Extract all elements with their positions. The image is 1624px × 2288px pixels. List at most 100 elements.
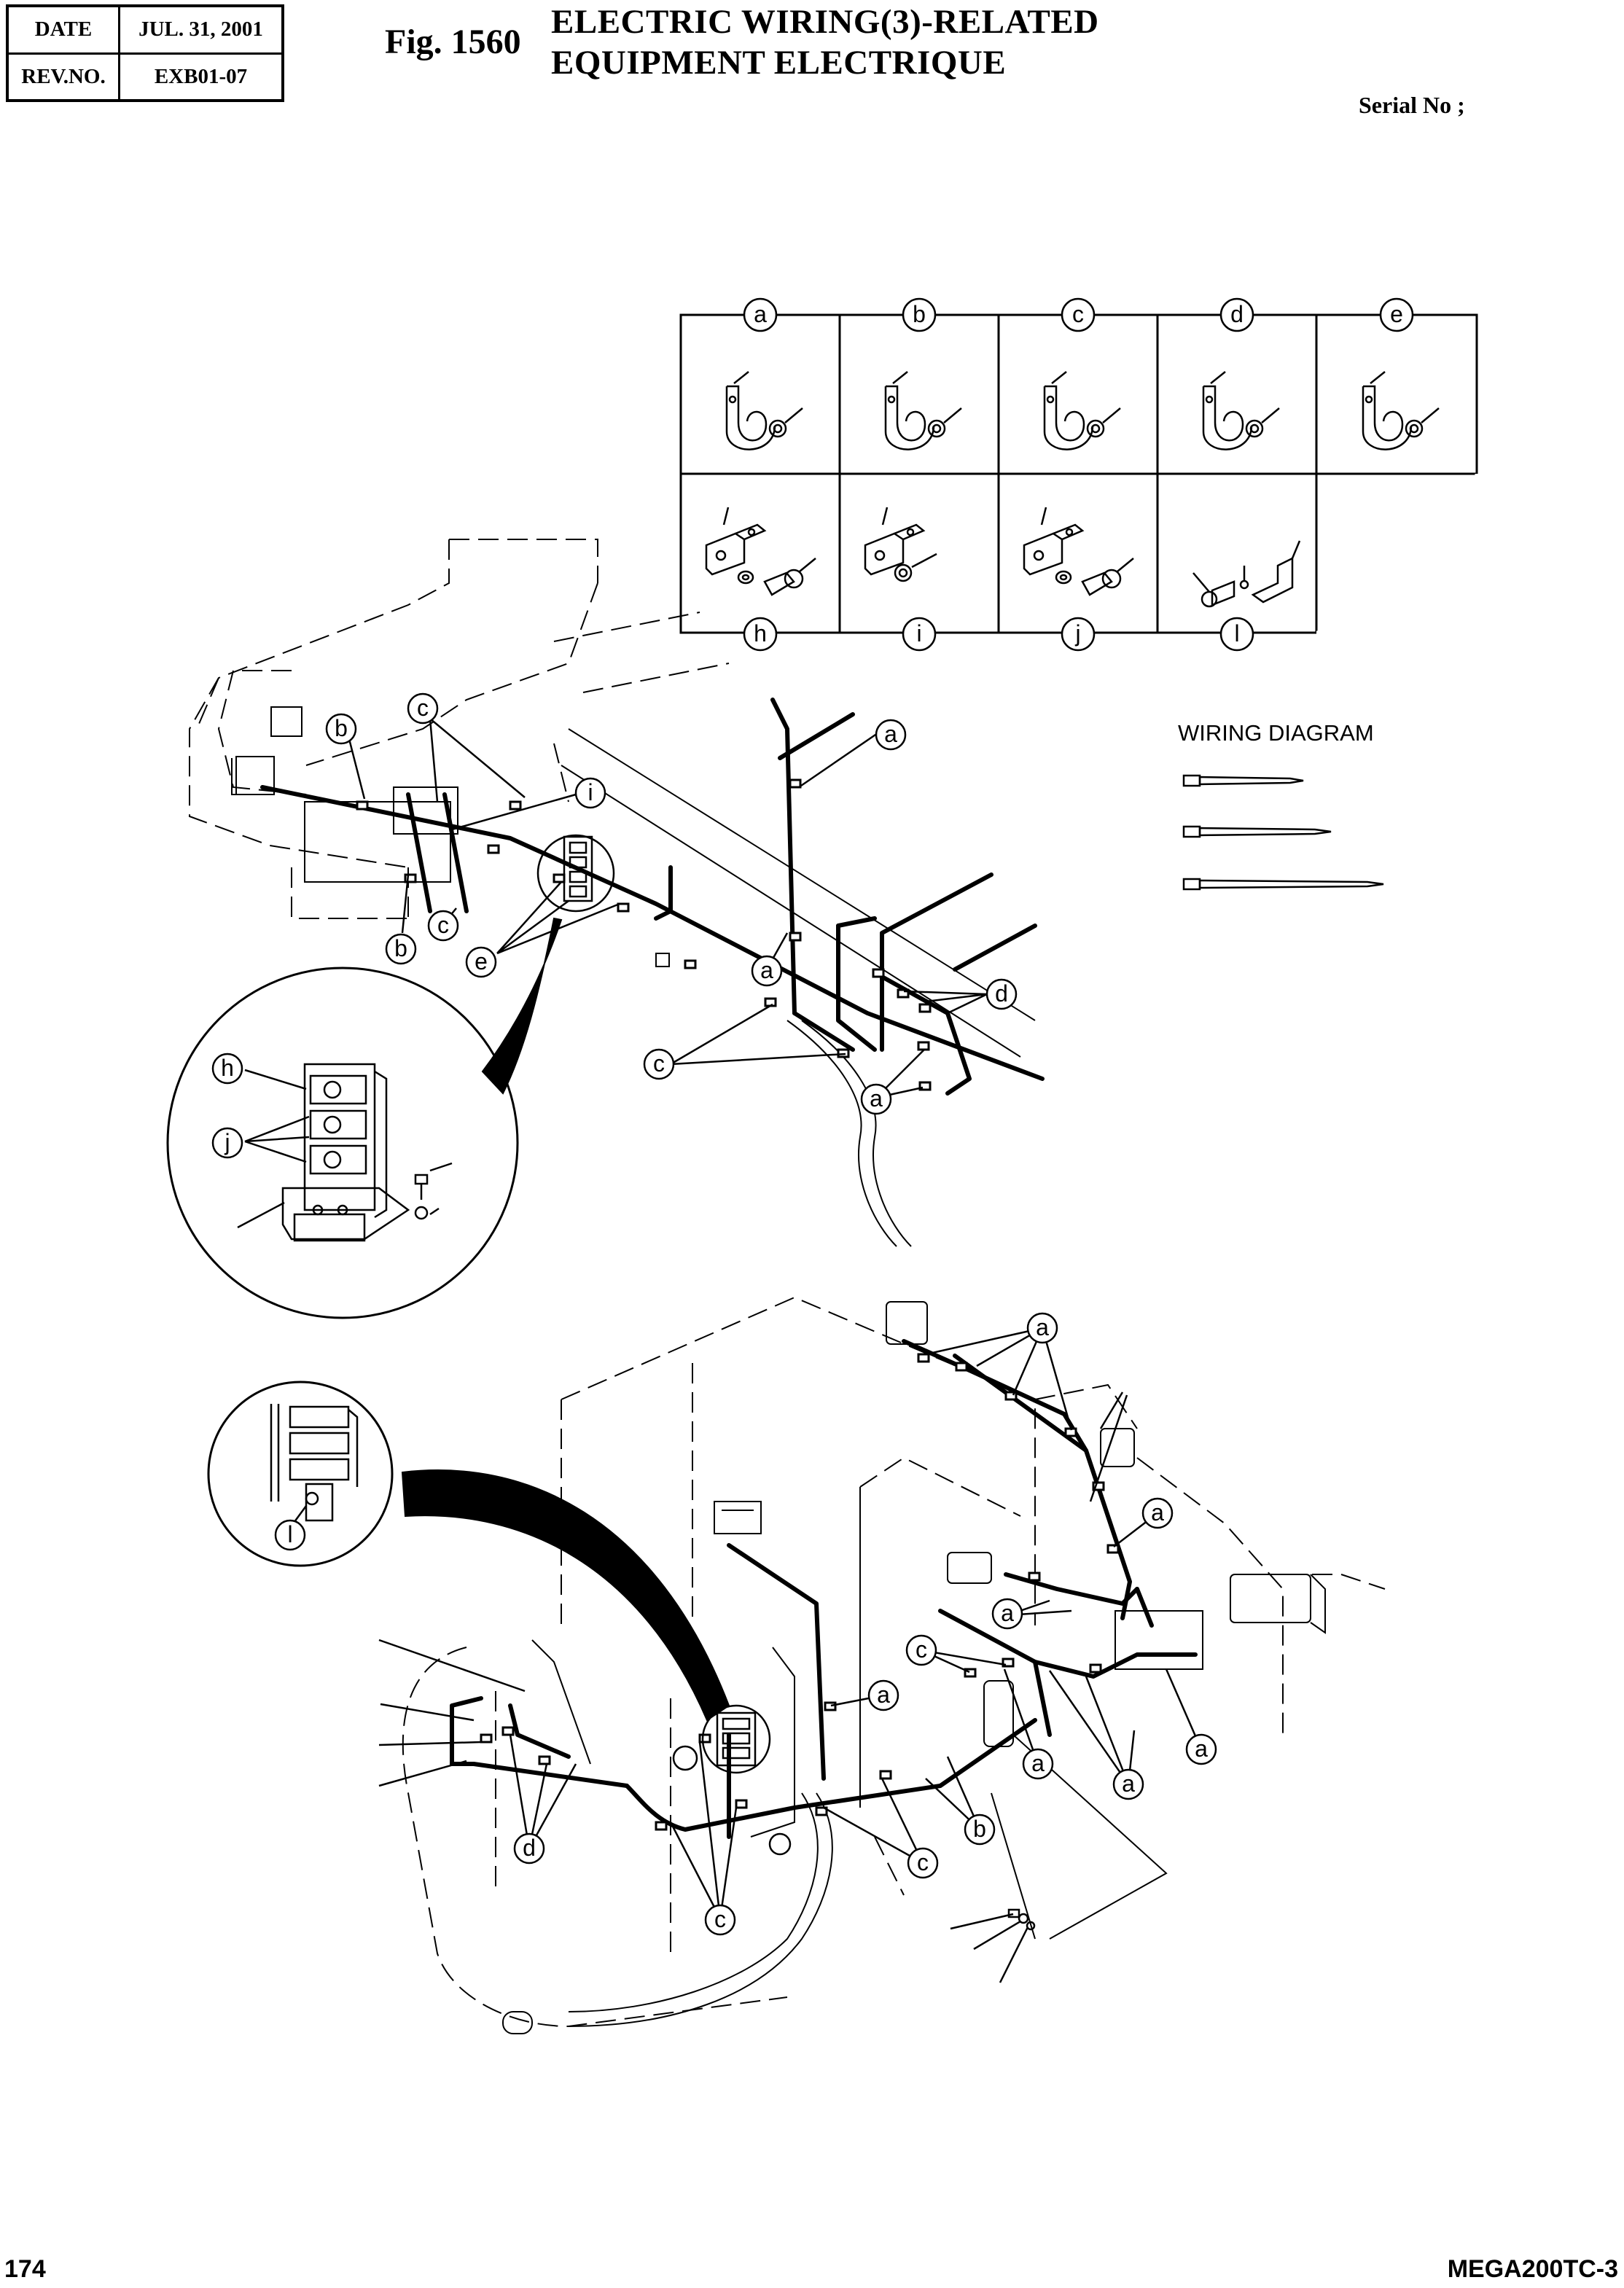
lower-callout-8-letter: b bbox=[973, 1816, 986, 1842]
lower-fuse-block-inset bbox=[672, 1704, 792, 1856]
legend-letter-clamp-2-letter: c bbox=[1072, 301, 1084, 327]
legend-letter-clamp-3-letter: d bbox=[1230, 301, 1244, 327]
detail-lower-callout-l: l bbox=[274, 1519, 306, 1551]
legend-letter-clamp-1-letter: b bbox=[913, 301, 926, 327]
legend-letter-clamp-0-letter: a bbox=[754, 301, 767, 327]
upper-callout-5: e bbox=[465, 946, 497, 978]
lower-callout-7-letter: a bbox=[1195, 1735, 1208, 1762]
figure-number: Fig. 1560 bbox=[385, 23, 521, 61]
lower-assembly-harness bbox=[450, 1339, 1198, 1839]
lower-callout-3: c bbox=[905, 1634, 937, 1666]
legend-letter-tab-3-letter: l bbox=[1234, 620, 1239, 647]
detail-upper-callout-h-letter: h bbox=[221, 1055, 234, 1081]
cable-tie-short bbox=[1182, 774, 1304, 787]
page-number: 174 bbox=[4, 2255, 46, 2283]
tab-plate-icon-0 bbox=[705, 507, 816, 596]
upper-callout-4-letter: c bbox=[437, 912, 449, 938]
lower-assembly-ghost-body bbox=[402, 1296, 1386, 2028]
upper-callout-6: a bbox=[875, 719, 907, 751]
upper-callout-8-letter: d bbox=[995, 980, 1008, 1007]
lower-callout-0: a bbox=[1026, 1312, 1058, 1344]
upper-assembly-frame bbox=[231, 706, 1036, 1247]
lower-callout-0-letter: a bbox=[1036, 1314, 1049, 1340]
upper-callout-2: i bbox=[574, 777, 606, 809]
lower-callout-8: b bbox=[964, 1813, 996, 1846]
lower-callout-6-letter: a bbox=[1122, 1770, 1135, 1797]
legend-letter-tab-0-letter: h bbox=[754, 620, 767, 647]
lower-callout-1: a bbox=[1141, 1497, 1174, 1529]
detail-lower-callouts: l bbox=[274, 1519, 306, 1551]
tab-plate-icons bbox=[705, 507, 1301, 608]
lower-callout-2-letter: a bbox=[1001, 1600, 1014, 1626]
upper-callout-7-letter: a bbox=[760, 957, 773, 983]
serial-number-label: Serial No ; bbox=[1359, 92, 1465, 118]
lower-callout-10-letter: c bbox=[714, 1906, 726, 1932]
figure-title-line-1: ELECTRIC WIRING(3)-RELATED bbox=[551, 3, 1099, 41]
upper-callout-1: c bbox=[407, 692, 439, 725]
lower-callout-10: c bbox=[704, 1904, 736, 1936]
detail-upper-callouts: hj bbox=[211, 1053, 243, 1159]
upper-callout-10-letter: a bbox=[870, 1085, 883, 1112]
lower-callout-6: a bbox=[1112, 1768, 1144, 1800]
upper-callout-5-letter: e bbox=[475, 948, 488, 975]
legend-letter-tab-2-letter: j bbox=[1074, 620, 1080, 647]
upper-callout-8: d bbox=[985, 978, 1018, 1010]
upper-callout-10: a bbox=[860, 1083, 892, 1115]
upper-callout-9: c bbox=[643, 1048, 675, 1080]
date-label: DATE bbox=[6, 4, 120, 55]
cable-tie-medium bbox=[1182, 825, 1332, 838]
figure-title-line-2: EQUIPMENT ELECTRIQUE bbox=[551, 44, 1007, 82]
parts-legend-grid bbox=[679, 313, 1479, 635]
upper-callout-0-letter: b bbox=[335, 715, 348, 741]
upper-callout-9-letter: c bbox=[653, 1050, 665, 1077]
clamp-icon-4 bbox=[1362, 371, 1440, 450]
legend-letter-clamp-4: e bbox=[1379, 297, 1414, 332]
clamp-icon-1 bbox=[884, 371, 962, 450]
tab-plate-icon-3 bbox=[1192, 540, 1301, 608]
lower-callout-9: c bbox=[907, 1847, 939, 1879]
lower-callout-7: a bbox=[1185, 1733, 1217, 1765]
legend-letter-clamp-0: a bbox=[743, 297, 778, 332]
upper-fuse-block-inset bbox=[536, 834, 615, 913]
cable-tie-long bbox=[1182, 878, 1384, 891]
lower-callout-5: a bbox=[1022, 1748, 1054, 1780]
date-value: JUL. 31, 2001 bbox=[118, 4, 284, 55]
lower-assembly-frame bbox=[502, 1301, 1326, 2034]
detail-upper-callout-j-letter: j bbox=[224, 1129, 230, 1155]
clamp-icon-0 bbox=[725, 371, 803, 450]
legend-letter-tab-2: j bbox=[1061, 617, 1096, 652]
wiring-diagram-title: WIRING DIAGRAM bbox=[1178, 720, 1374, 746]
legend-clamp-letters: a b c d e bbox=[743, 297, 1414, 332]
lower-callout-3-letter: c bbox=[916, 1636, 927, 1663]
upper-callout-0: b bbox=[325, 713, 357, 745]
legend-letter-tab-1: i bbox=[902, 617, 937, 652]
upper-callout-3: b bbox=[385, 933, 417, 965]
revision-table: DATE JUL. 31, 2001 REV.NO. EXB01-07 bbox=[6, 4, 284, 102]
upper-assembly-harness bbox=[260, 698, 1045, 1096]
detail-upper-callout-h: h bbox=[211, 1053, 243, 1085]
figure-title: ELECTRIC WIRING(3)-RELATED EQUIPMENT ELE… bbox=[551, 1, 1099, 83]
upper-assembly-clamps bbox=[356, 778, 932, 1091]
clamp-icons bbox=[725, 371, 1440, 450]
lower-loose-fasteners bbox=[1007, 1908, 1036, 1931]
lower-callout-4-letter: a bbox=[877, 1682, 890, 1708]
legend-letter-tab-1-letter: i bbox=[916, 620, 921, 647]
lower-callout-9-letter: c bbox=[917, 1849, 929, 1875]
lower-detail-view bbox=[207, 1381, 394, 1567]
lower-callout-4: a bbox=[867, 1679, 899, 1711]
revision-value: EXB01-07 bbox=[118, 52, 284, 102]
upper-callout-1-letter: c bbox=[417, 695, 429, 721]
lower-callout-leaders bbox=[378, 1327, 1203, 1983]
upper-callout-7: a bbox=[751, 955, 783, 987]
lower-callout-1-letter: a bbox=[1151, 1499, 1164, 1526]
legend-letter-clamp-4-letter: e bbox=[1390, 301, 1403, 327]
cable-tie-legend: WIRING DIAGRAM bbox=[1178, 720, 1384, 891]
clamp-icon-2 bbox=[1043, 371, 1121, 450]
upper-detail-view bbox=[166, 967, 519, 1319]
legend-letter-clamp-1: b bbox=[902, 297, 937, 332]
upper-callout-3-letter: b bbox=[394, 935, 407, 961]
